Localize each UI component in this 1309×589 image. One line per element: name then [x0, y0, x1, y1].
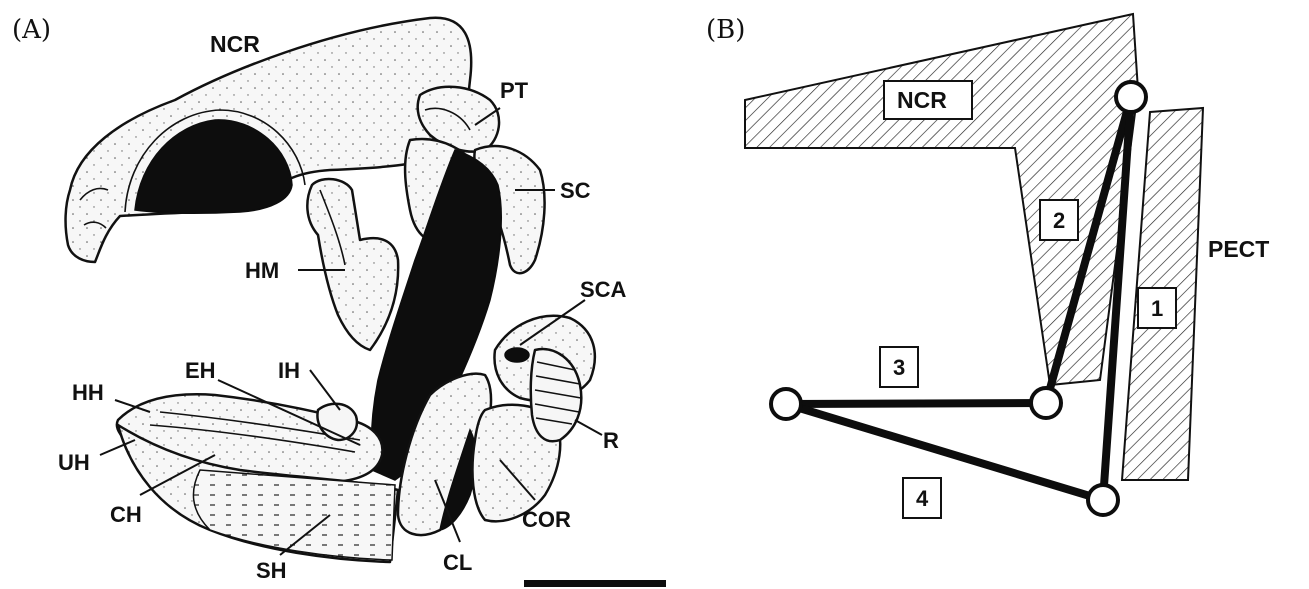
label-sh: SH: [256, 558, 287, 583]
orbit-rim: [124, 109, 306, 213]
scapula-foramen: [504, 347, 530, 363]
panel-a-tag: (A): [12, 15, 51, 45]
link-3-bar: [782, 399, 1050, 408]
panel-b: (B) NCR PECT 1 2 3 4: [706, 12, 1269, 519]
link-1-box: [1137, 287, 1177, 329]
cl-leader: [434, 479, 461, 543]
label-cor: COR: [522, 507, 571, 532]
link-3-box: [879, 346, 919, 388]
radials-stripes: [534, 361, 582, 425]
label-pt: PT: [500, 78, 529, 103]
panel-a: (A): [12, 15, 666, 587]
pterotic-detail: [424, 107, 471, 131]
link-1-bar: [1099, 93, 1135, 504]
label-sc: SC: [560, 178, 591, 203]
hh-leader: [114, 399, 151, 413]
joint-middle: [1029, 386, 1063, 420]
scale-bar: [524, 580, 666, 587]
sternohyoideus-muscle: [192, 469, 396, 561]
label-sca: SCA: [580, 277, 627, 302]
ih-leader: [309, 369, 341, 411]
cor-leader: [499, 459, 536, 501]
ch-leader: [139, 454, 216, 496]
label-eh: EH: [185, 358, 216, 383]
snout-detail: [79, 187, 109, 229]
hyomandibula-bone: [306, 177, 400, 352]
ncr-label-box: [883, 80, 973, 120]
r-leader: [574, 419, 603, 436]
panel-b-tag: (B): [706, 15, 745, 45]
link-4-number: 4: [916, 486, 929, 511]
link-1-number: 1: [1151, 296, 1163, 321]
hyomandibula-detail: [319, 189, 346, 266]
joint-left: [769, 387, 803, 421]
orbit-dark: [134, 119, 293, 215]
joint-bottom: [1086, 483, 1120, 517]
joint-top: [1114, 80, 1148, 114]
pt-leader: [474, 107, 501, 126]
epihyal-line-2: [149, 424, 356, 453]
uh-leader: [99, 439, 136, 456]
label-hh: HH: [72, 380, 104, 405]
radials-bone: [529, 347, 583, 443]
link-2-box: [1039, 199, 1079, 241]
link-2-number: 2: [1053, 208, 1065, 233]
label-uh: UH: [58, 450, 90, 475]
eh-leader: [217, 379, 361, 446]
ncr-label: NCR: [897, 87, 947, 113]
ncr-block: [744, 12, 1140, 387]
sca-leader: [519, 299, 586, 346]
label-cl: CL: [443, 550, 472, 575]
link-4-box: [902, 477, 942, 519]
link-3-number: 3: [893, 355, 905, 380]
link-4-bar: [782, 400, 1107, 504]
label-hm: HM: [245, 258, 279, 283]
label-r: R: [603, 428, 619, 453]
label-ih: IH: [278, 358, 300, 383]
pect-label: PECT: [1208, 236, 1269, 262]
label-ch: CH: [110, 502, 142, 527]
sh-leader: [279, 514, 331, 556]
label-ncr: NCR: [210, 31, 260, 57]
link-2-bar: [1042, 93, 1135, 407]
